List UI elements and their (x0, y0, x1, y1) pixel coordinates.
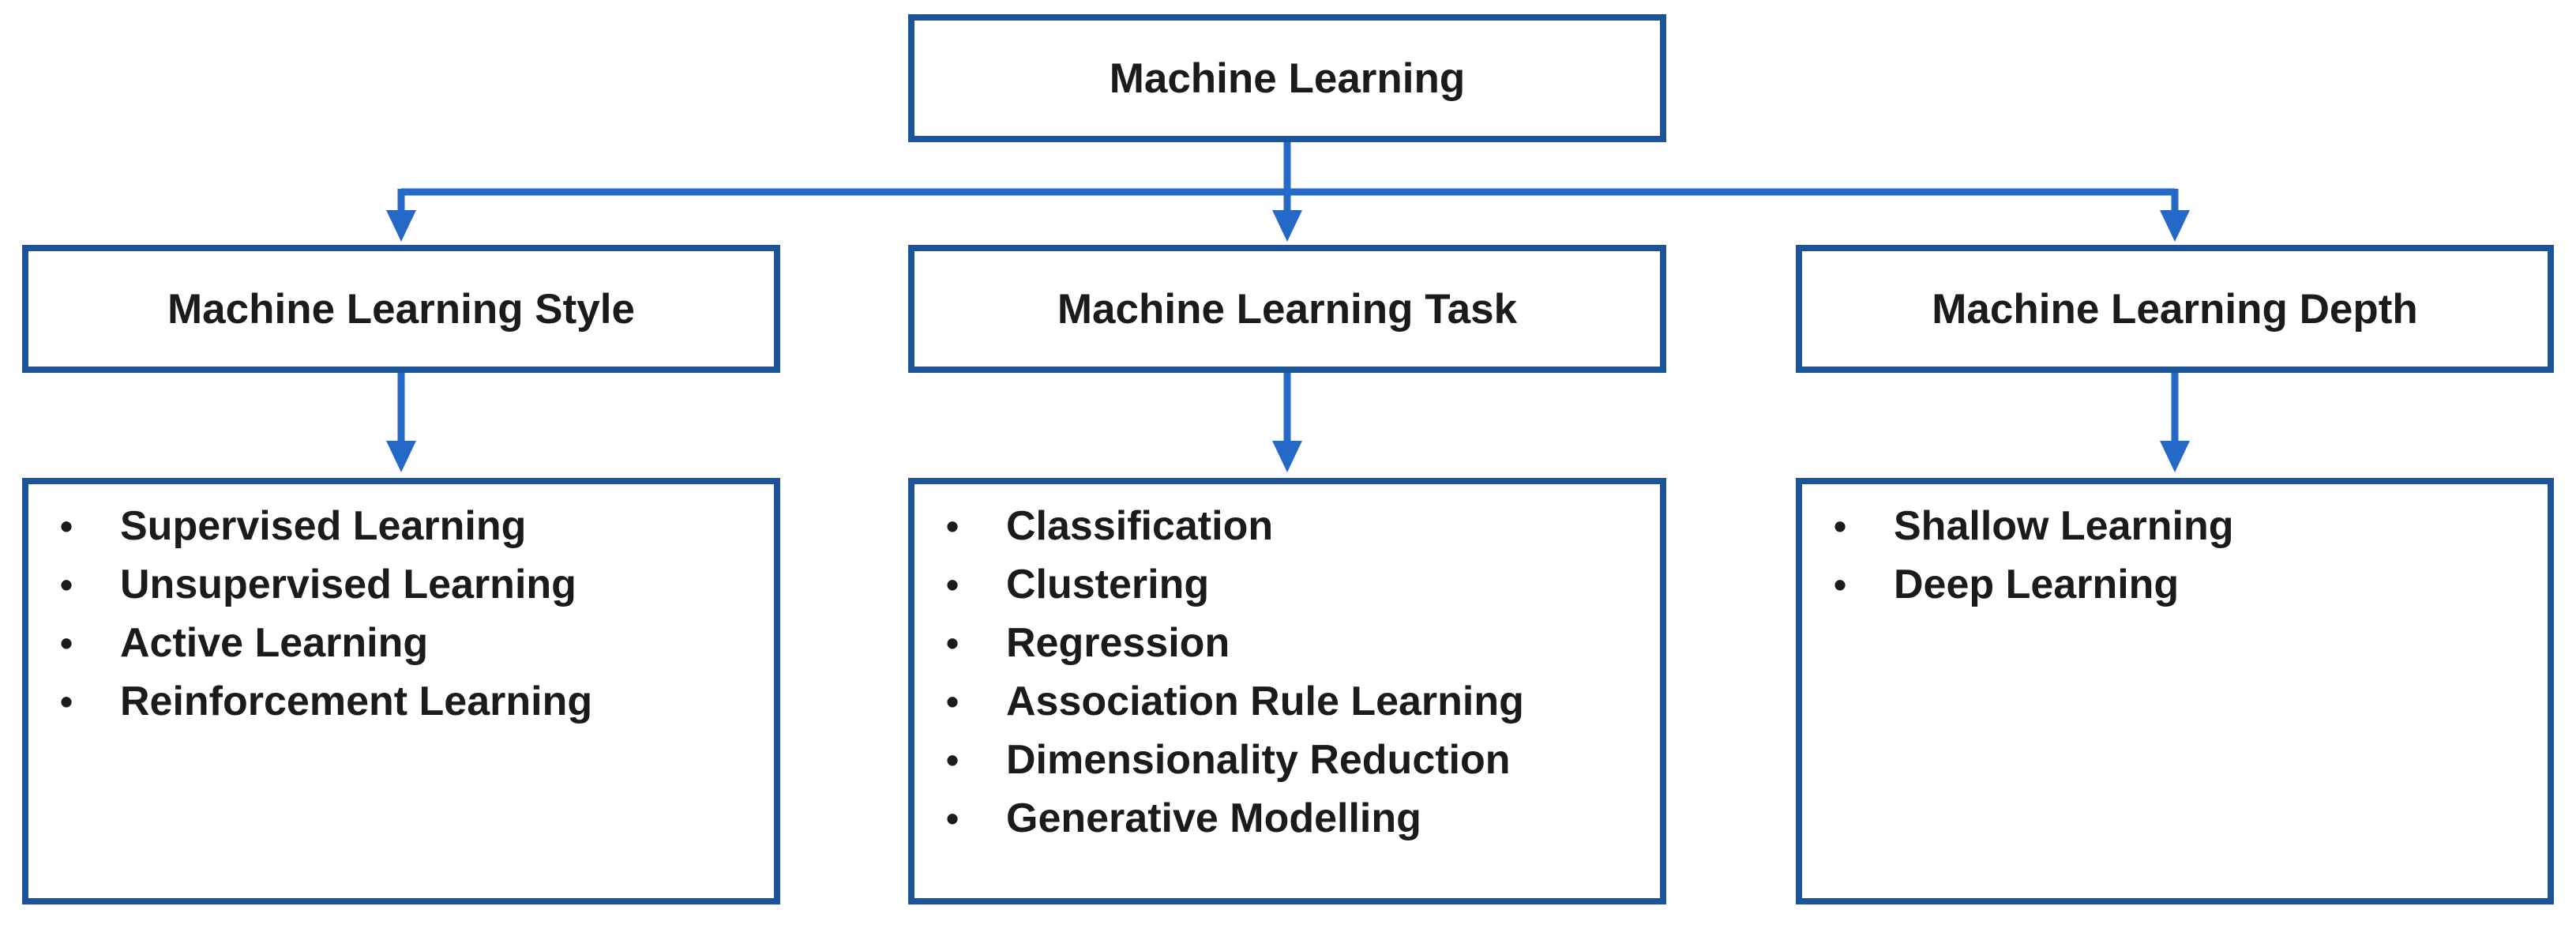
list-item: Deep Learning (1802, 555, 2529, 614)
task-item-list: Classification Clustering Regression Ass… (914, 484, 1660, 848)
style-item-list: Supervised Learning Unsupervised Learnin… (28, 484, 774, 731)
node-machine-learning-task: Machine Learning Task (908, 245, 1666, 373)
node-task-label: Machine Learning Task (1057, 285, 1518, 333)
list-item: Active Learning (28, 614, 755, 672)
node-machine-learning-style: Machine Learning Style (22, 245, 780, 373)
list-item: Regression (914, 614, 1641, 672)
arrowhead-task-list (1272, 441, 1302, 472)
node-depth-label: Machine Learning Depth (1932, 285, 2418, 333)
node-machine-learning: Machine Learning (908, 14, 1666, 142)
list-item: Unsupervised Learning (28, 555, 755, 614)
arrowhead-depth-title (2160, 210, 2190, 242)
list-item: Classification (914, 497, 1641, 555)
node-style-label: Machine Learning Style (167, 285, 635, 333)
list-item: Dimensionality Reduction (914, 731, 1641, 789)
list-item: Shallow Learning (1802, 497, 2529, 555)
node-machine-learning-depth: Machine Learning Depth (1796, 245, 2554, 373)
depth-item-list: Shallow Learning Deep Learning (1802, 484, 2548, 614)
list-item: Association Rule Learning (914, 672, 1641, 731)
arrowhead-style-title (386, 210, 416, 242)
list-item: Clustering (914, 555, 1641, 614)
arrowhead-task-title (1272, 210, 1302, 242)
arrowhead-style-list (386, 441, 416, 472)
list-machine-learning-depth: Shallow Learning Deep Learning (1796, 478, 2554, 904)
list-item: Reinforcement Learning (28, 672, 755, 731)
list-item: Supervised Learning (28, 497, 755, 555)
arrowhead-depth-list (2160, 441, 2190, 472)
node-machine-learning-label: Machine Learning (1109, 55, 1466, 102)
list-machine-learning-style: Supervised Learning Unsupervised Learnin… (22, 478, 780, 904)
list-machine-learning-task: Classification Clustering Regression Ass… (908, 478, 1666, 904)
list-item: Generative Modelling (914, 789, 1641, 848)
